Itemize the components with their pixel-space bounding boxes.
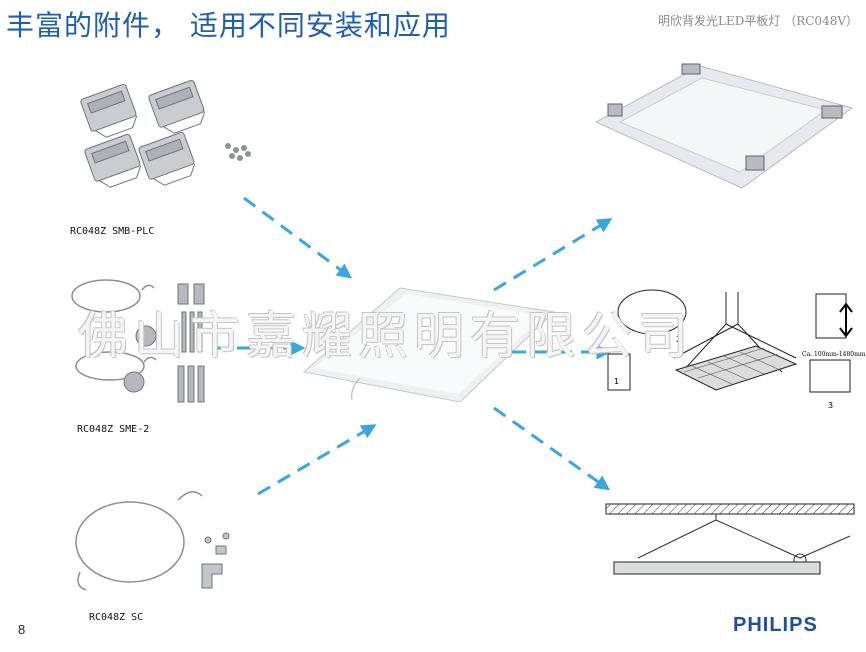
philips-logo: PHILIPS	[733, 614, 818, 636]
accessory-label-smb-plc: RC048Z SMB-PLC	[70, 226, 155, 237]
step-3-label: 3	[828, 401, 833, 410]
accessory-label-sme-2: RC048Z SME-2	[77, 424, 150, 435]
wire-suspension-kit-image	[71, 279, 205, 403]
page-title: 丰富的附件， 适用不同安装和应用	[6, 9, 451, 42]
step-1-label: 1	[614, 377, 619, 386]
arrow-panel-to-surface	[493, 406, 611, 491]
arrow-sc-to-panel	[257, 424, 377, 496]
spring-clips-image	[80, 79, 251, 188]
recessed-panel-image	[594, 63, 854, 189]
arrow-smb-to-panel	[243, 196, 353, 279]
step-2-label: 2	[676, 335, 681, 344]
led-panel-image	[302, 287, 556, 403]
page-number: 8	[18, 622, 26, 637]
ceiling-install-diagram	[605, 503, 855, 575]
product-subtitle: 明欣背发光LED平板灯 （RC048V）	[658, 14, 858, 28]
height-range-label: Ca. 100mm-1480mm	[802, 351, 866, 358]
company-watermark: 佛山市嘉耀照明有限公司	[78, 307, 694, 365]
arrow-panel-to-recessed	[493, 218, 613, 292]
single-wire-kit-image	[75, 491, 230, 591]
accessory-label-sc: RC048Z SC	[89, 612, 144, 623]
suspended-install-diagram: 2 Ca. 100mm-1480mm 1 3	[607, 289, 866, 410]
